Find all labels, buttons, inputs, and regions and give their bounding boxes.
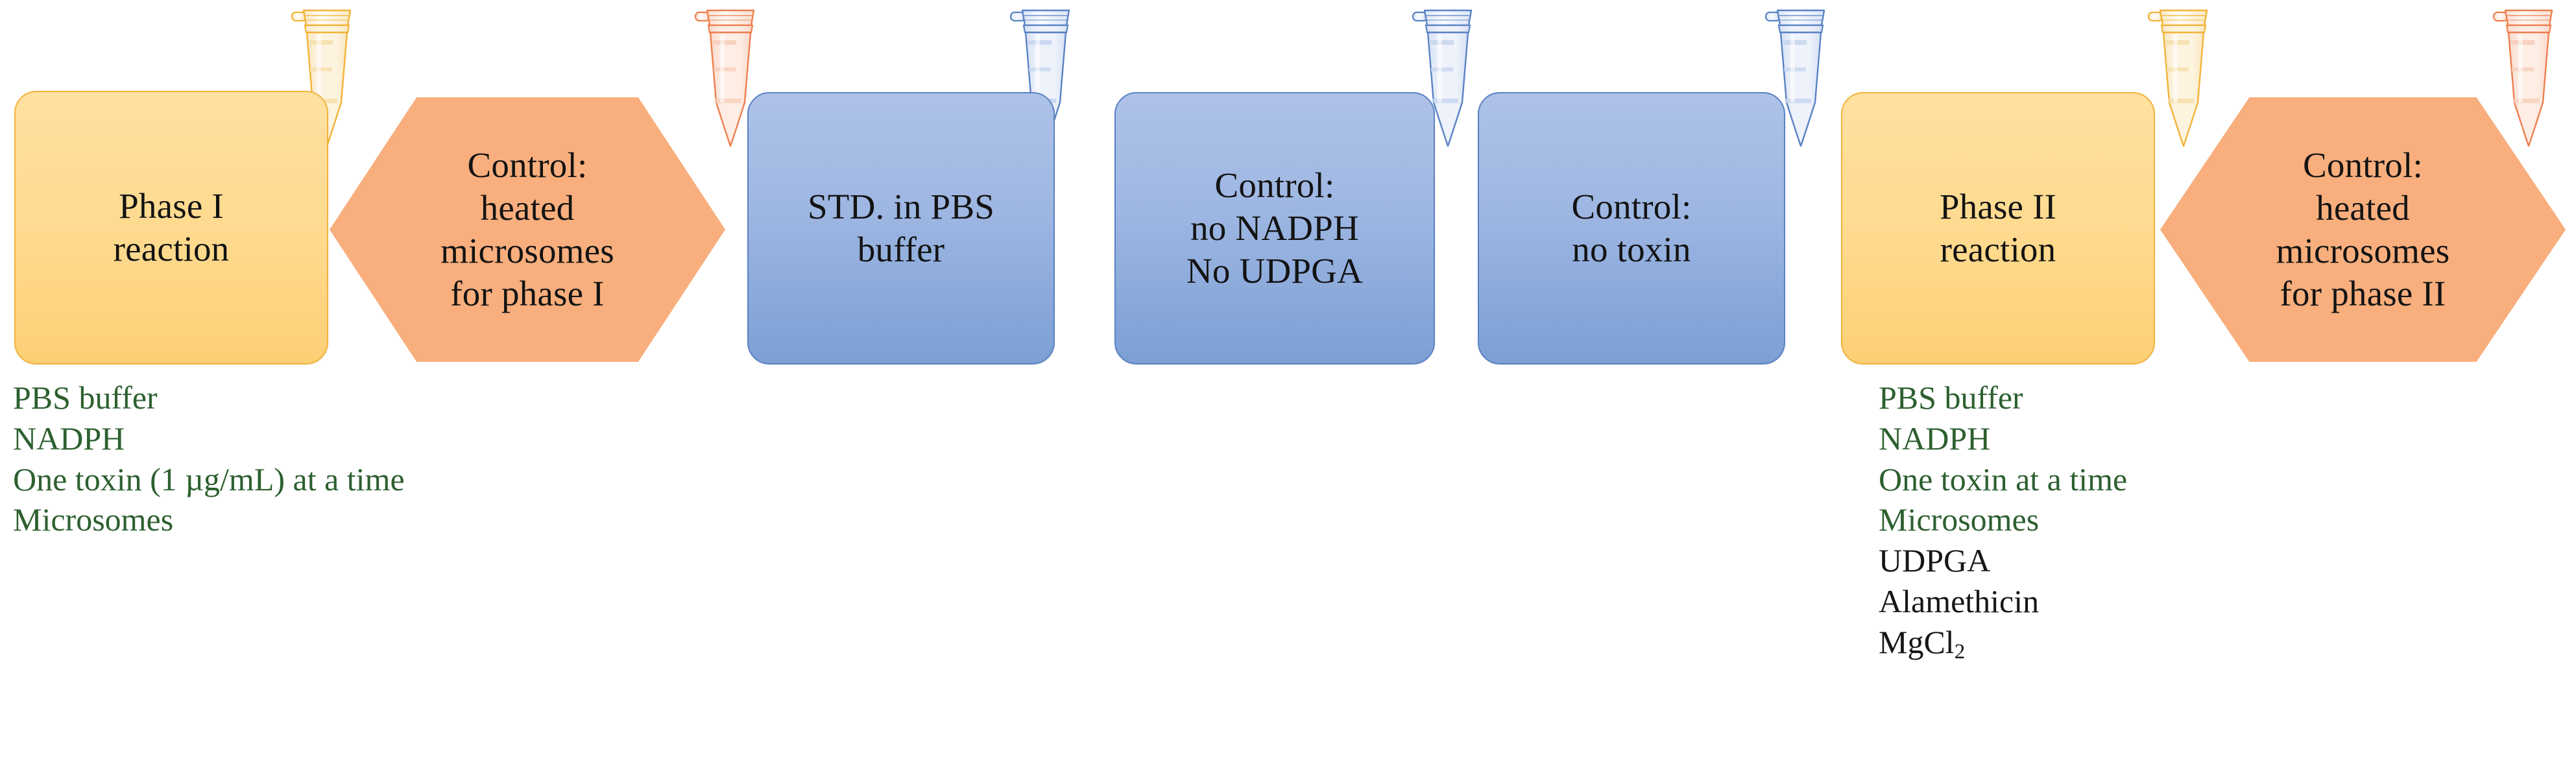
reagent-item: Microsomes — [13, 501, 174, 538]
node-label-line: microsomes — [440, 231, 614, 270]
node-label-line: Control: — [1571, 187, 1692, 226]
tube-1-icon — [288, 4, 355, 149]
node-label: Control: no toxin — [1563, 185, 1701, 271]
reagent-item: MgCl2 — [1879, 623, 1966, 664]
tube-7-icon — [2490, 4, 2557, 149]
node-label-line: buffer — [857, 230, 945, 269]
node-label-line: for phase I — [450, 274, 605, 313]
node-label-line: heated — [480, 188, 575, 228]
node-control-no-toxin[interactable]: Control: no toxin — [1478, 92, 1785, 364]
reagent-item: PBS buffer — [13, 379, 158, 416]
reagent-item: PBS buffer — [1879, 379, 2023, 416]
tube-5-icon — [1762, 4, 1829, 149]
node-label: Phase II reaction — [1931, 185, 2065, 271]
reagent-item: One toxin (1 µg/mL) at a time — [13, 460, 405, 497]
node-phase-2-reaction[interactable]: Phase II reaction — [1841, 92, 2155, 364]
node-label-line: heated — [2316, 188, 2410, 228]
reagent-item: UDPGA — [1879, 542, 1991, 579]
tube-4-icon — [1409, 4, 1476, 149]
node-label-line: microsomes — [2276, 231, 2450, 270]
node-std-in-pbs-buffer[interactable]: STD. in PBS buffer — [747, 92, 1055, 364]
node-label-line: reaction — [1940, 230, 2056, 269]
reagent-item: Microsomes — [1879, 501, 2040, 538]
node-label-line: no NADPH — [1190, 208, 1359, 248]
tube-6-icon — [2145, 4, 2212, 149]
node-label-line: no toxin — [1572, 230, 1691, 269]
reagent-item: Alamethicin — [1879, 582, 2040, 619]
node-label-line: Control: — [467, 145, 588, 185]
node-label-line: STD. in PBS — [808, 187, 994, 226]
node-label-line: Control: — [2303, 145, 2423, 185]
node-label-line: Control: — [1214, 165, 1335, 205]
reagent-subscript: 2 — [1954, 640, 1966, 664]
node-label: STD. in PBS buffer — [799, 185, 1004, 271]
reagent-item: NADPH — [1879, 420, 1991, 457]
node-label-line: reaction — [113, 229, 230, 269]
node-label-line: Phase I — [119, 186, 224, 226]
node-label-line: Phase II — [1939, 187, 2057, 226]
node-label-line: for phase II — [2280, 274, 2446, 313]
tube-2-icon — [692, 4, 759, 149]
reagent-item: NADPH — [13, 420, 125, 457]
node-label-line: No UDPGA — [1186, 251, 1364, 291]
reagent-item: One toxin at a time — [1879, 460, 2128, 497]
